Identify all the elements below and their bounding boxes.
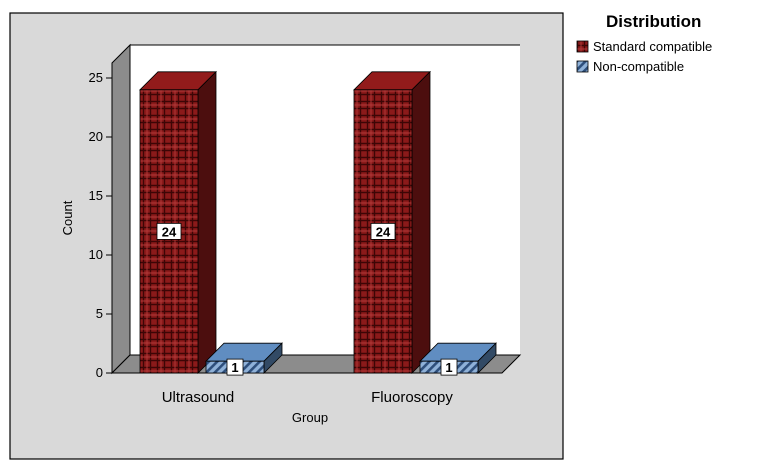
legend-title: Distribution (606, 12, 701, 31)
bar-ultrasound-standard-compatible: 24 (139, 70, 217, 374)
y-tick-label-25: 25 (89, 70, 103, 85)
bar-ultrasound-standard-compatible-data-label: 24 (162, 224, 177, 239)
y-tick-label-20: 20 (89, 129, 103, 144)
legend-swatch-standard-compatible (576, 40, 589, 53)
y-axis: 0 5 10 15 20 25 (89, 70, 112, 380)
legend-label-non-compatible: Non-compatible (593, 59, 684, 74)
bar-fluoroscopy-standard-compatible-label-box (370, 222, 396, 240)
bar-ultrasound-non-compatible-data-label: 1 (231, 360, 238, 375)
y-tick-label-15: 15 (89, 188, 103, 203)
bar-ultrasound-non-compatible: 1 (205, 342, 283, 376)
y-tick-label-5: 5 (96, 306, 103, 321)
bar-fluoroscopy-standard-compatible-data-label: 24 (376, 224, 391, 239)
bar-ultrasound-standard-compatible-label-box (156, 222, 182, 240)
legend: Distribution Standard compatible Non-com… (576, 12, 712, 74)
x-tick-label-fluoroscopy: Fluoroscopy (371, 389, 453, 406)
bar-ultrasound-standard-compatible-side (197, 70, 217, 374)
bar-fluoroscopy-non-compatible-label-box (440, 358, 458, 376)
y-tick-label-10: 10 (89, 247, 103, 262)
x-tick-label-ultrasound: Ultrasound (162, 389, 235, 406)
bar-fluoroscopy-standard-compatible: 24 (353, 70, 431, 374)
y-axis-title: Count (60, 200, 75, 235)
left-wall (111, 43, 131, 375)
y-tick-label-0: 0 (96, 365, 103, 380)
x-axis-title: Group (292, 410, 328, 425)
bars: 24 1 24 1 (139, 70, 497, 376)
bar-ultrasound-non-compatible-label-box (226, 358, 244, 376)
bar-fluoroscopy-non-compatible: 1 (419, 342, 497, 376)
bar-fluoroscopy-standard-compatible-side (411, 70, 431, 374)
legend-label-standard-compatible: Standard compatible (593, 39, 712, 54)
legend-swatch-non-compatible (576, 60, 589, 73)
bar-fluoroscopy-non-compatible-data-label: 1 (445, 360, 452, 375)
